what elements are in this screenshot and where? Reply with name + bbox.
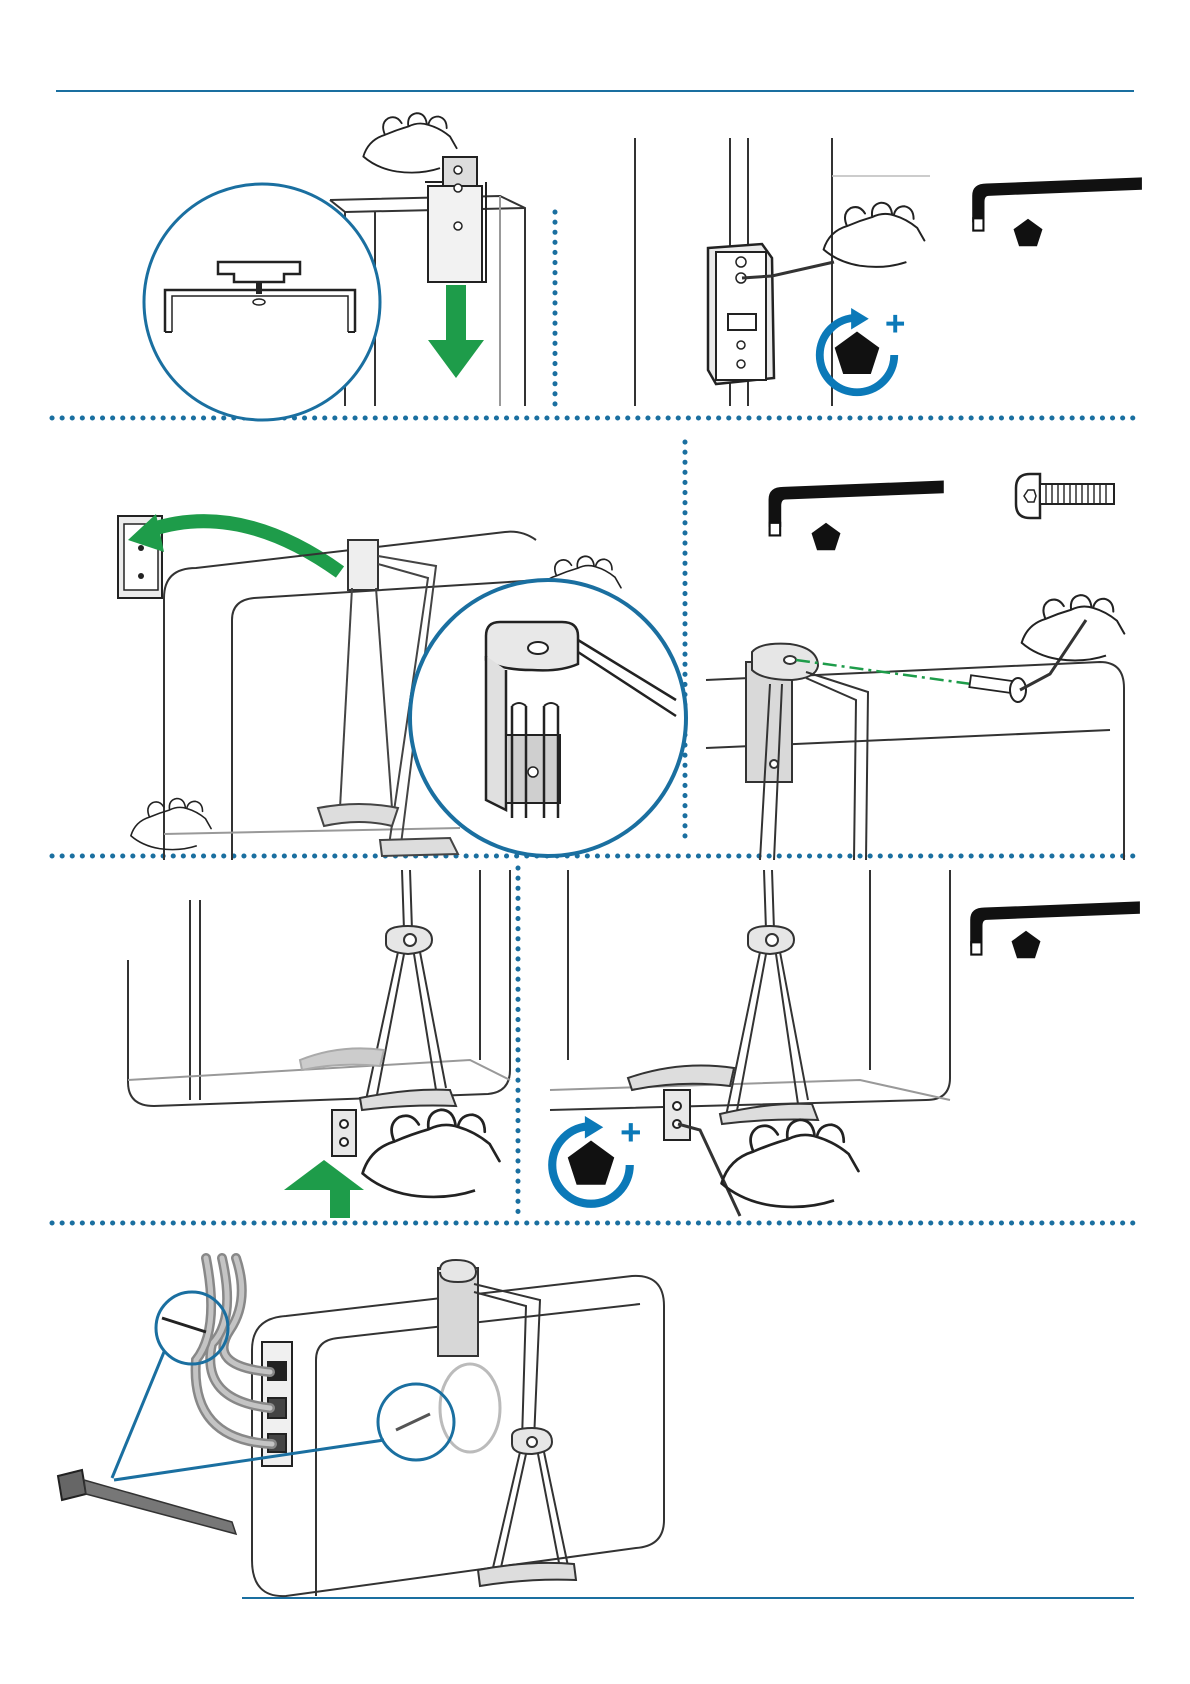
hand-illustration [131, 798, 211, 849]
detail-magnifier [144, 184, 380, 420]
hand-illustration [722, 1120, 859, 1207]
wall-bracket [425, 157, 486, 282]
pentagon-hex-icon [1012, 931, 1041, 959]
step-6-panel [550, 870, 1140, 1216]
hand-illustration [363, 1110, 500, 1197]
step-1-panel [144, 113, 525, 420]
cable-tie-icon [58, 1470, 236, 1534]
lower-bracket [664, 1090, 690, 1140]
alignment-guide [796, 660, 986, 686]
allen-key-icon [970, 901, 1140, 954]
step-7-panel [58, 1258, 664, 1596]
step-2-panel [635, 138, 1142, 406]
button-head-screw-icon [1016, 474, 1114, 518]
strap-with-adjuster [628, 870, 818, 1124]
hand-illustration [1022, 595, 1125, 660]
hanging-strap [438, 1260, 576, 1586]
arrow-down-icon [428, 285, 484, 378]
step-4-panel [706, 474, 1124, 860]
step-3-panel [118, 514, 686, 860]
cable-bundle [196, 1258, 272, 1444]
strap-top-bracket [746, 644, 868, 860]
pentagon-hex-icon [812, 523, 841, 551]
detail-magnifier [410, 580, 686, 856]
wall-bracket-mounted [708, 244, 774, 384]
lower-bracket [332, 1110, 356, 1156]
tighten-clockwise-icon [552, 1116, 640, 1204]
allen-key-icon [972, 177, 1142, 230]
curved-arrow-icon [150, 521, 340, 572]
pentagon-hex-icon [1014, 219, 1043, 247]
allen-key-icon [769, 481, 944, 536]
arrow-up-icon [284, 1160, 364, 1218]
step-5-panel [128, 870, 510, 1218]
hand-illustration [824, 203, 925, 267]
strap-with-adjuster [300, 870, 456, 1110]
screw-illustration [969, 675, 1026, 702]
